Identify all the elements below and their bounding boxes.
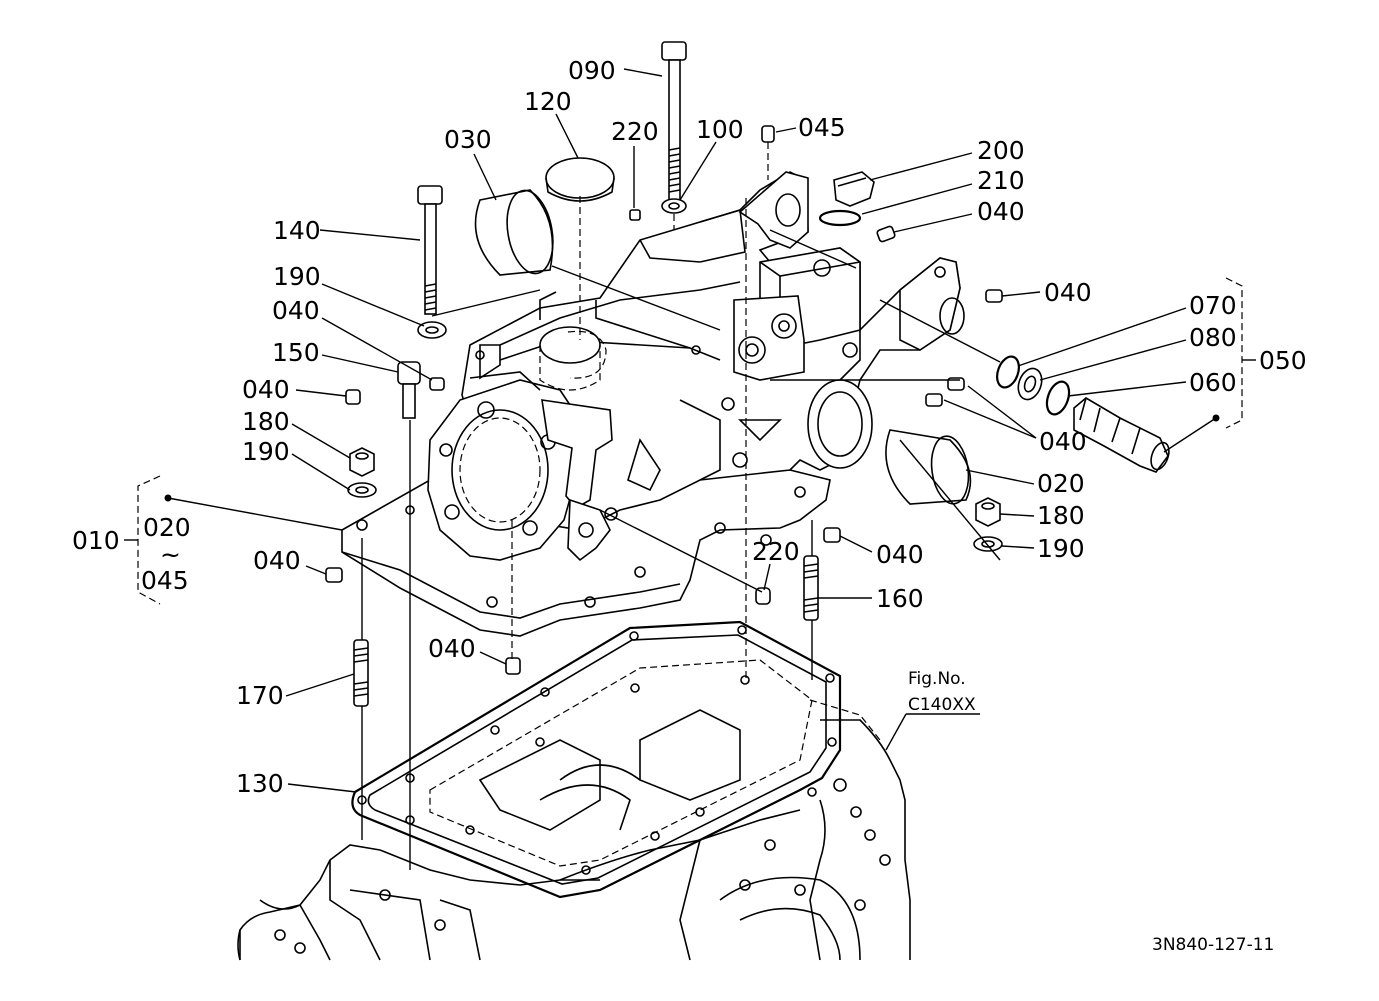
callout-190: 190 [273, 262, 321, 291]
group-010-range-from: 020 [143, 513, 191, 542]
callout-080: 080 [1189, 323, 1237, 352]
washer-100 [661, 198, 687, 214]
group-050-bracket [1225, 277, 1256, 429]
bushing-020 [885, 429, 972, 505]
washer-190-upper [417, 321, 447, 339]
setscrew-040-f [823, 527, 841, 543]
transmission-case [237, 699, 911, 961]
washer-190-left [347, 482, 377, 498]
setscrew-040-c [429, 377, 445, 391]
valve-050 [1073, 397, 1170, 473]
plug-220-lower [755, 587, 771, 605]
nut-180-left [349, 447, 375, 477]
callout-150: 150 [272, 338, 320, 367]
stud-170 [353, 639, 369, 707]
setscrew-040-a [876, 225, 896, 243]
callout-030: 030 [444, 125, 492, 154]
ring-080 [1017, 367, 1043, 401]
stud-160 [803, 555, 819, 621]
group-010-tilde: ~ [160, 540, 181, 569]
oring-070 [996, 355, 1020, 389]
plug-045 [761, 125, 775, 143]
callout-170: 170 [236, 681, 284, 710]
setscrew-040-h [505, 657, 521, 675]
callout-180: 180 [242, 407, 290, 436]
bolt-090 [661, 41, 687, 201]
figure-ref-line2: C140XX [908, 695, 976, 715]
cap-120 [545, 157, 615, 202]
group-010-bracket [124, 475, 161, 605]
drawing-code: 3N840-127-11 [1152, 935, 1274, 955]
callout-220: 220 [752, 537, 800, 566]
group-050-label: 050 [1259, 346, 1307, 375]
oring-060 [1045, 380, 1071, 416]
callout-090: 090 [568, 56, 616, 85]
group-010-label: 010 [72, 526, 120, 555]
bolt-140 [417, 185, 443, 315]
callout-060: 060 [1189, 368, 1237, 397]
setscrew-040-b [985, 289, 1003, 303]
bolt-150 [397, 361, 421, 419]
callout-040: 040 [428, 634, 476, 663]
callout-220: 220 [611, 117, 659, 146]
assembly-lines [361, 142, 1001, 870]
plug-200 [833, 171, 875, 207]
callout-100: 100 [696, 115, 744, 144]
gasket-130 [351, 620, 842, 899]
callout-210: 210 [977, 166, 1025, 195]
hydraulic-housing-010 [341, 171, 965, 637]
callout-040: 040 [242, 375, 290, 404]
callout-045: 045 [798, 113, 846, 142]
callout-020: 020 [1037, 469, 1085, 498]
callout-160: 160 [876, 584, 924, 613]
callout-labels: 090 120 220 100 045 030 200 210 040 140 … [72, 56, 1307, 955]
callout-190: 190 [1037, 534, 1085, 563]
group-010-range-to: 045 [141, 566, 189, 595]
figure-ref-line1: Fig.No. [908, 669, 966, 689]
callout-040: 040 [977, 197, 1025, 226]
callout-190: 190 [242, 437, 290, 466]
callout-040: 040 [1039, 427, 1087, 456]
callout-200: 200 [977, 136, 1025, 165]
setscrew-040-e [925, 377, 965, 407]
bushing-030 [474, 189, 554, 276]
callout-070: 070 [1189, 291, 1237, 320]
callout-040: 040 [876, 540, 924, 569]
callout-130: 130 [236, 769, 284, 798]
setscrew-040-g [325, 567, 343, 583]
callout-040: 040 [253, 546, 301, 575]
washer-190-right [973, 536, 1003, 552]
callout-040: 040 [272, 296, 320, 325]
leader-lines [164, 68, 1220, 793]
setscrew-040-d [345, 389, 361, 405]
callout-180: 180 [1037, 501, 1085, 530]
callout-140: 140 [273, 216, 321, 245]
callout-120: 120 [524, 87, 572, 116]
nut-180-right [975, 497, 1001, 527]
plug-220-upper [629, 209, 641, 221]
callout-040: 040 [1044, 278, 1092, 307]
oring-210 [818, 209, 862, 227]
